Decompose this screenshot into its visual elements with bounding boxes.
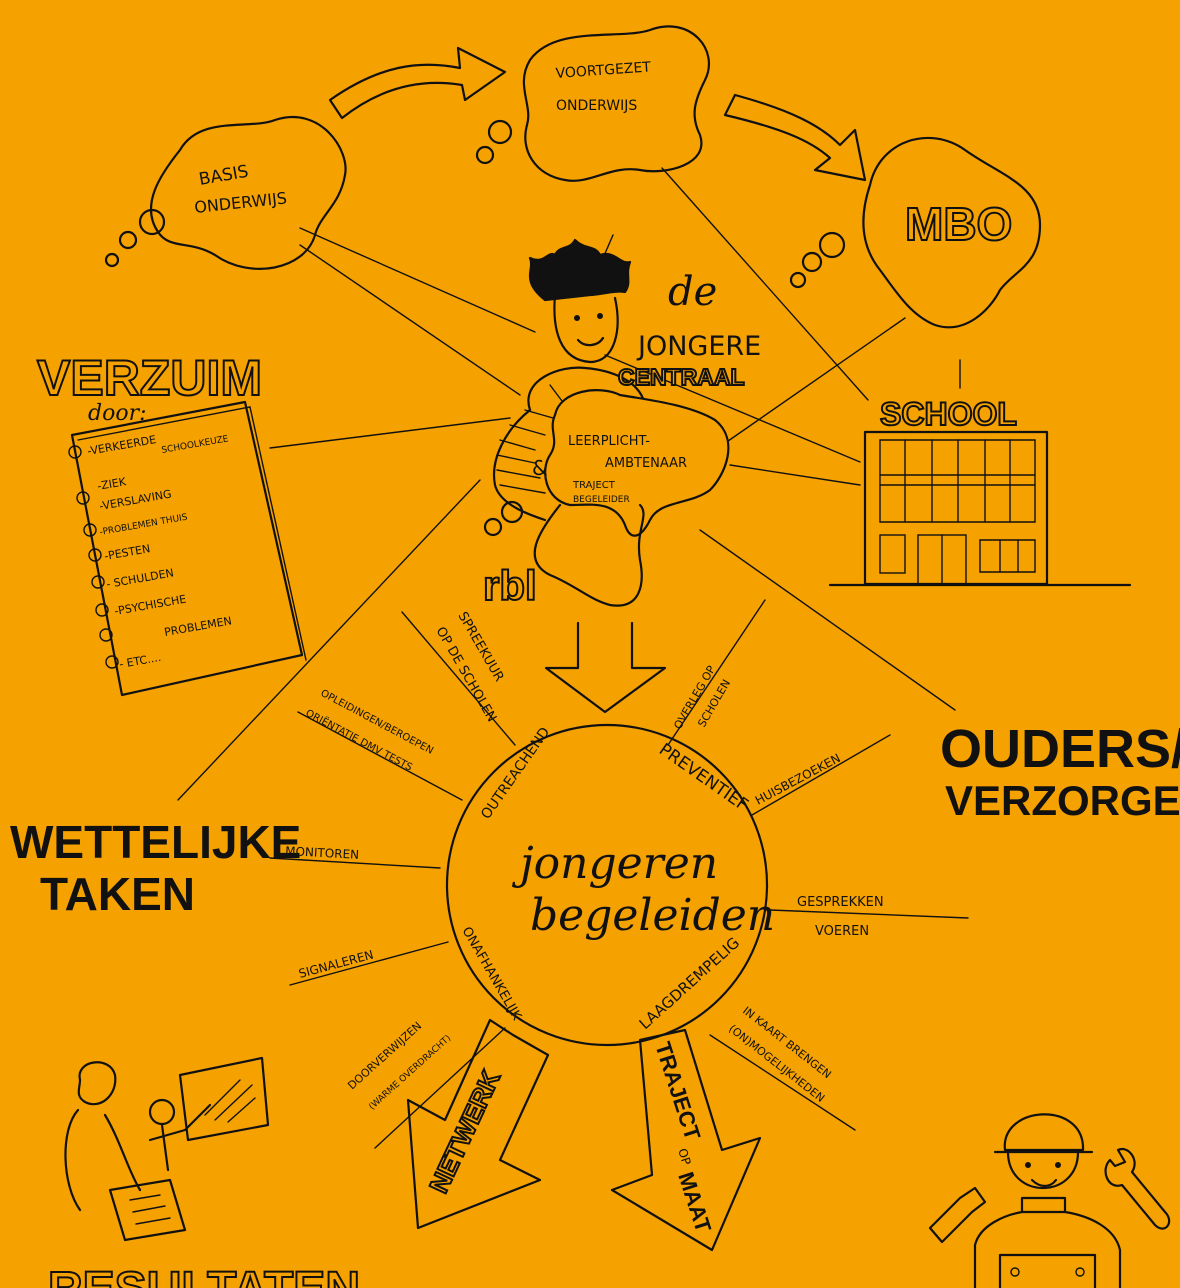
- school-section: SCHOOL: [828, 395, 1132, 587]
- central-person: [492, 238, 647, 522]
- verzuim-item-6: -PESTEN: [103, 542, 151, 563]
- verzuim-item-5: -PROBLEMEN THUIS: [99, 513, 189, 538]
- connection-lines: [177, 167, 961, 801]
- bubble-amp: &: [532, 456, 548, 480]
- de-label: de: [668, 269, 717, 315]
- ring-laagdrempelig: LAAGDREMPELIG: [636, 934, 743, 1033]
- bubble-line-1: LEERPLICHT-: [568, 434, 650, 449]
- arrow-icon: [544, 621, 667, 714]
- ouders-line-1: OUDERS/: [940, 719, 1180, 779]
- down-arrow: [544, 621, 667, 714]
- arrow-icon: [610, 1028, 762, 1252]
- blackboard-icon: [178, 1056, 270, 1142]
- gesprekken-1: GESPREKKEN: [797, 895, 884, 910]
- hammer-icon: [928, 1186, 987, 1244]
- cloud-voortgezet-onderwijs: VOORTGEZET ONDERWIJS: [475, 25, 711, 182]
- center-line-2: begeleiden: [530, 890, 775, 941]
- rbl-cloud: rbl: [482, 500, 645, 610]
- rbl-label: rbl: [483, 562, 537, 609]
- worker-icon: [928, 1113, 1171, 1288]
- bubble-line-2: AMBTENAAR: [605, 456, 687, 471]
- signaleren-label: SIGNALEREN: [297, 947, 375, 980]
- traject-label: TRAJECT: [650, 1039, 705, 1144]
- bubble-line-4: BEGELEIDER: [573, 495, 630, 505]
- arrow-icon: [723, 93, 867, 182]
- traject-arrow: TRAJECT OP MAAT: [610, 1028, 762, 1252]
- arrow-icon: [406, 1018, 550, 1230]
- cloud-mbo: MBO: [789, 136, 1042, 329]
- arrow-icon: [328, 46, 507, 120]
- verzuim-item-7: - SCHULDEN: [105, 566, 174, 591]
- netwerk-label: NETWERK: [423, 1066, 506, 1198]
- ouders-section: OUDERS/ VERZORGERS: [940, 719, 1180, 824]
- school-label: SCHOOL: [880, 396, 1017, 432]
- hair-icon: [528, 238, 632, 302]
- thought-bubble-icon: [818, 231, 846, 259]
- maat-label: MAAT: [673, 1169, 716, 1236]
- gesprekken-2: VOEREN: [815, 924, 869, 939]
- monitoren-label: MONITOREN: [285, 844, 360, 862]
- verzuim-item-2: SCHOOLKEUZE: [161, 434, 230, 456]
- center-circle: jongeren begeleiden OUTREACHEND PREVENTI…: [445, 723, 775, 1047]
- op-label: OP: [675, 1147, 693, 1167]
- flow-arrow-2: [723, 93, 867, 182]
- verzuim-title: VERZUIM: [37, 350, 262, 406]
- thought-bubble-icon: [138, 208, 166, 236]
- ouders-line-2: VERZORGERS: [945, 777, 1180, 824]
- centraal-label: CENTRAAL: [618, 364, 745, 390]
- verzuim-section: VERZUIM door: -VERKEERDE SCHOOLKEUZE -ZI…: [36, 349, 307, 697]
- verzuim-item-9: PROBLEMEN: [163, 614, 232, 639]
- jongere-label: JONGERE: [636, 331, 761, 362]
- wrench-icon: [1104, 1147, 1171, 1230]
- ring-onafhankelijk: ONAFHANKELIJK: [459, 925, 525, 1024]
- speech-bubble: LEERPLICHT- AMBTENAAR & TRAJECT BEGELEID…: [532, 389, 730, 537]
- notebook-icon: [68, 400, 307, 697]
- verzuim-item-10: - ETC....: [118, 651, 162, 671]
- cloud-basis-onderwijs: BASIS ONDERWIJS: [104, 116, 347, 270]
- wettelijke-line-1: WETTELIJKE: [10, 816, 301, 868]
- voortgezet-label-1: VOORTGEZET: [555, 59, 652, 82]
- teacher-icon: [64, 1056, 270, 1242]
- basis-label-1: BASIS: [197, 162, 250, 190]
- thought-bubble-icon: [483, 517, 503, 537]
- huisbezoeken-label: HUISBEZOEKEN: [753, 751, 843, 808]
- wettelijke-section: WETTELIJKE TAKEN: [10, 816, 301, 920]
- flow-arrow-1: [328, 46, 507, 120]
- ring-preventief: PREVENTIEF: [655, 740, 752, 816]
- verzuim-item-4: -VERSLAVING: [98, 487, 172, 513]
- paper-icon: [108, 1178, 187, 1242]
- basis-label-2: ONDERWIJS: [193, 188, 287, 217]
- wettelijke-line-2: TAKEN: [40, 868, 195, 920]
- bubble-line-3: TRAJECT: [572, 480, 616, 491]
- center-line-1: jongeren: [511, 838, 718, 889]
- school-building-icon: [828, 430, 1132, 587]
- verzuim-item-3: -ZIEK: [96, 475, 128, 493]
- verzuim-item-8: -PSYCHISCHE: [113, 593, 187, 618]
- thought-bubble-icon: [487, 119, 513, 145]
- mbo-label: MBO: [905, 198, 1012, 250]
- resultaten-label: RESULTATEN: [48, 1263, 360, 1288]
- doorverwijzen-1: DOORVERWIJZEN: [345, 1019, 424, 1092]
- ring-outreachend: OUTREACHEND: [478, 725, 553, 823]
- helmet-icon: [1003, 1113, 1085, 1152]
- voortgezet-label-2: ONDERWIJS: [556, 98, 637, 114]
- jongere-centraal: de JONGERE CENTRAAL: [617, 269, 761, 391]
